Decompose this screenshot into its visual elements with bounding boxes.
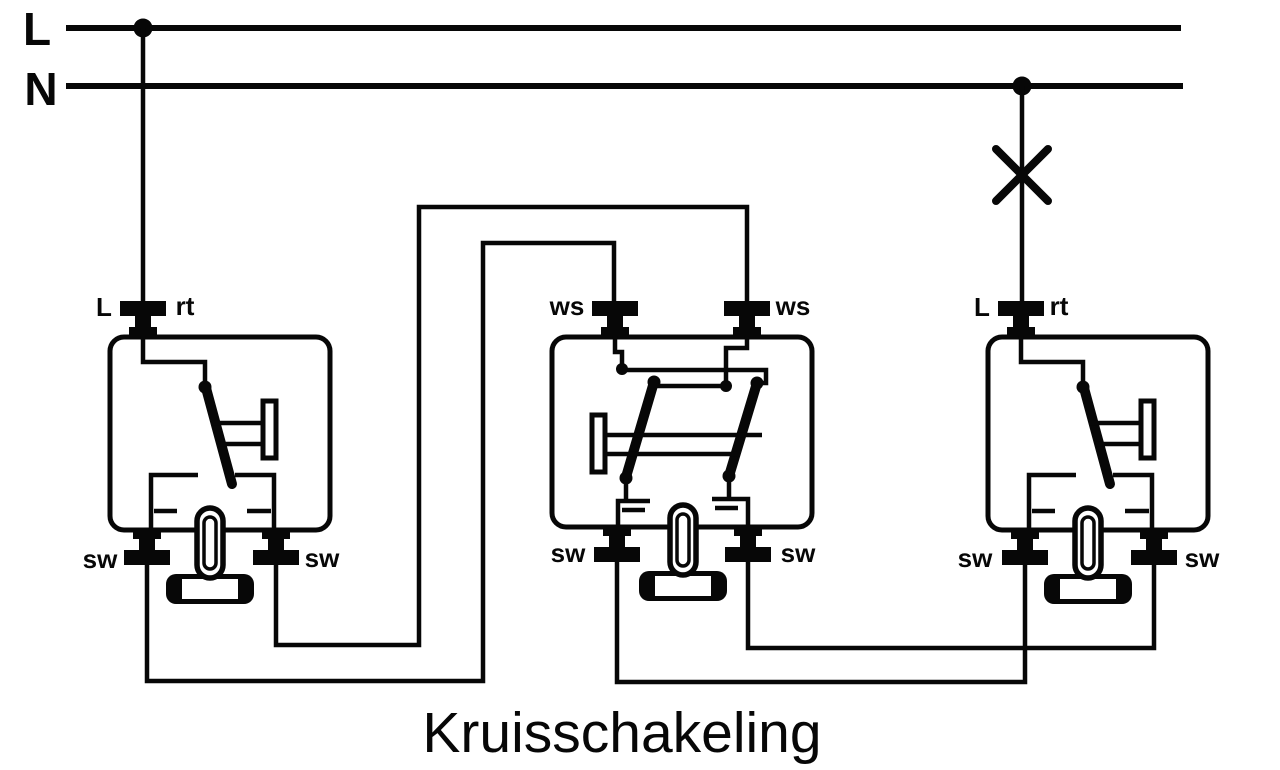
wire-leftsw-to-middlews-right: [273, 204, 750, 648]
switch-middle-terminal-label-ws-right: ws: [775, 291, 811, 321]
neutral-line-label: N: [24, 63, 57, 115]
switch-left: L rt sw sw: [83, 291, 340, 604]
switch-right-terminal-label-l: L: [974, 292, 990, 322]
lamp-icon: [992, 145, 1052, 205]
wire-middlesw-to-rightsw-left: [614, 556, 1028, 685]
wire-leftsw-to-middlews-left: [144, 240, 617, 684]
switch-left-terminal-label-rt: rt: [176, 291, 195, 321]
switch-middle-terminal-label-ws-left: ws: [549, 291, 585, 321]
switch-left-terminal-label-sw-right: sw: [305, 543, 340, 573]
switch-left-terminal-label-sw-left: sw: [83, 544, 118, 574]
wire-middlesw-to-rightsw-right: [745, 556, 1157, 651]
switch-middle-terminal-label-sw-left: sw: [551, 538, 586, 568]
switch-middle: ws ws sw sw: [549, 291, 816, 601]
switch-middle-terminal-label-sw-right: sw: [781, 538, 816, 568]
switch-right: L rt sw sw: [958, 291, 1220, 604]
phase-line-label: L: [23, 3, 51, 55]
switch-right-terminal-label-sw-left: sw: [958, 543, 993, 573]
switch-right-terminal-label-sw-right: sw: [1185, 543, 1220, 573]
switch-left-terminal-label-l: L: [96, 292, 112, 322]
diagram-title: Kruisschakeling: [422, 701, 821, 765]
switch-right-terminal-label-rt: rt: [1050, 291, 1069, 321]
